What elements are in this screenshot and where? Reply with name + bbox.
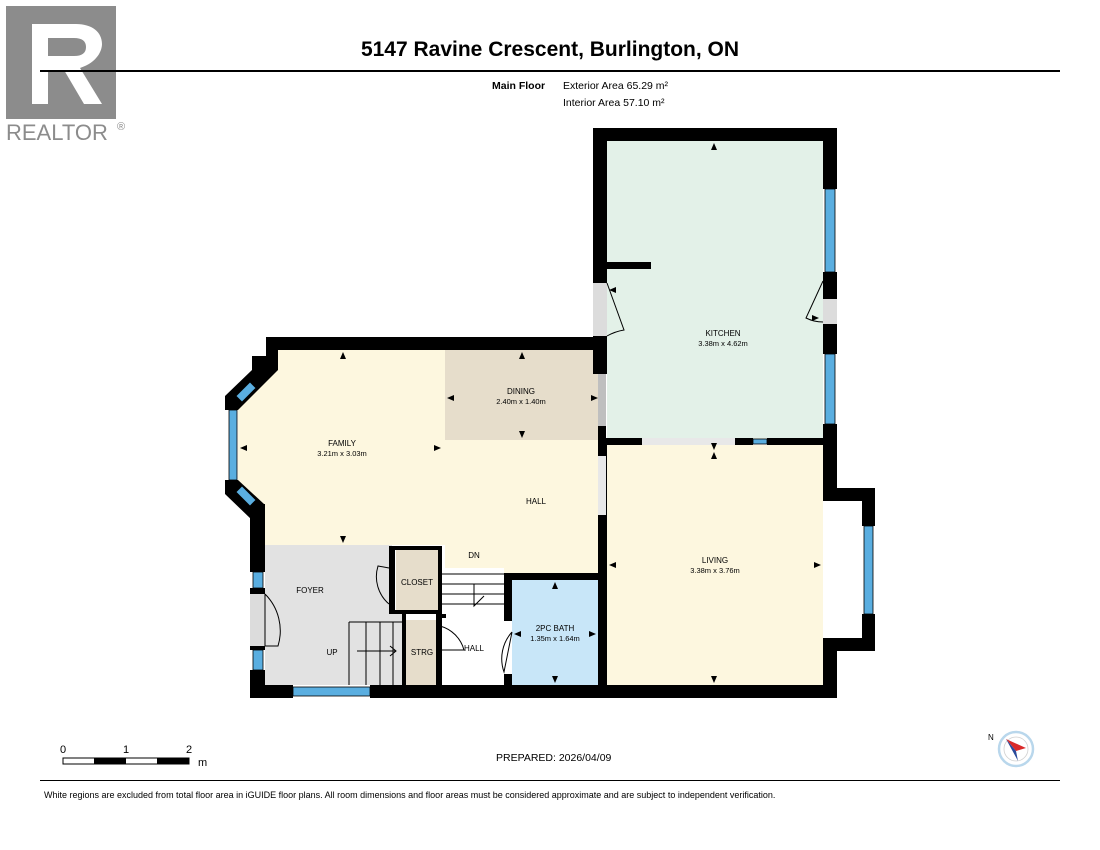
foyer-door-opening [250,594,265,646]
stair-label-dn: DN [468,551,480,560]
room-label-foyer: FOYER [296,586,324,595]
room-dims-family: 3.21m x 3.03m [317,449,367,458]
interior-area: Interior Area 57.10 m² [563,97,665,109]
realtor-logo: REALTOR ® [6,6,128,148]
footer-disclaimer: White regions are excluded from total fl… [44,790,776,800]
windows [228,188,874,697]
hall-opening [598,456,606,515]
hall-fill [445,440,602,575]
header-divider [40,70,1060,72]
room-label-family: FAMILY [328,439,357,448]
scale-tick-1: 1 [123,744,129,756]
logo-text: REALTOR [6,120,108,145]
bath-fill [512,580,598,685]
compass-north-label: N [988,733,994,742]
stair-down-fill [442,568,504,612]
room-dims-dining: 2.40m x 1.40m [496,397,546,406]
room-label-hall: HALL [526,497,547,506]
dimension-arrows [240,143,821,683]
kitchen-living-opening [642,438,735,445]
room-label-closet: CLOSET [401,578,433,587]
logo-registered-mark: ® [117,121,125,133]
scale-tick-2: 2 [186,744,192,756]
kitchen-door-opening-right [823,299,837,324]
dining-fill [445,350,602,440]
closet-fill [396,549,438,611]
compass-icon: N [988,730,1035,768]
scale-unit: m [198,757,207,769]
living-fill [607,445,823,685]
stairs [348,573,504,685]
room-label-hall2: HALL [464,644,485,653]
page-title: 5147 Ravine Crescent, Burlington, ON [360,38,740,61]
scale-bar: 0 1 2 m [60,744,207,769]
room-dims-bath: 1.35m x 1.64m [530,634,580,643]
room-dims-living: 3.38m x 3.76m [690,566,740,575]
floor-label: Main Floor [492,80,546,92]
room-dims-kitchen: 3.38m x 4.62m [698,339,748,348]
kitchen-fill [607,141,823,440]
room-label-dining: DINING [507,387,535,396]
room-label-strg: STRG [411,648,433,657]
stair-label-up: UP [326,648,337,657]
dining-opening [598,374,606,426]
strg-fill [406,620,436,685]
footer-divider [40,780,1060,781]
kitchen-door-opening-left [593,283,607,336]
exterior-area: Exterior Area 65.29 m² [563,80,669,92]
room-label-bath: 2PC BATH [536,624,575,633]
prepared-date: PREPARED: 2026/04/09 [496,752,612,764]
room-label-kitchen: KITCHEN [705,329,740,338]
scale-tick-0: 0 [60,744,66,756]
room-label-living: LIVING [702,556,728,565]
